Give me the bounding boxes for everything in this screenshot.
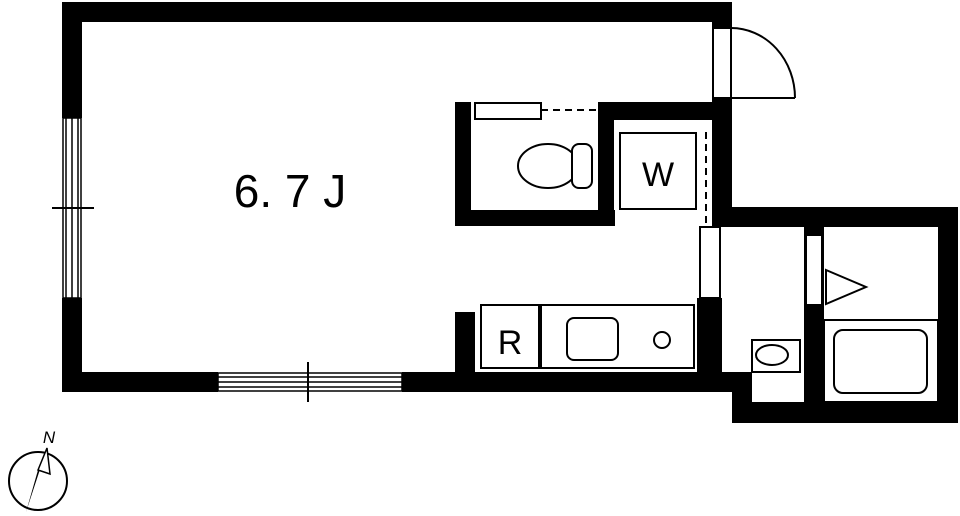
washer-space: W	[619, 132, 707, 226]
wall-left-upper	[62, 2, 82, 118]
hallway-partition	[697, 226, 722, 378]
wall-right-top	[712, 2, 732, 28]
toilet-room	[455, 102, 712, 226]
window-left	[52, 117, 94, 299]
bath-door	[805, 234, 823, 306]
room-area-label: 6. 7 J	[234, 165, 347, 217]
kitchen: R	[455, 304, 695, 378]
toilet-sliding-door	[474, 102, 542, 120]
wall-top	[62, 2, 732, 22]
wall-annex-bottom	[732, 402, 958, 423]
wall-toilet-divider	[598, 102, 614, 226]
washer-box	[619, 132, 697, 210]
wall-toilet-top-right	[611, 102, 712, 120]
wall-kitchen-stub	[455, 312, 475, 378]
wall-bottom-left	[62, 372, 218, 392]
wall-toilet-left	[455, 102, 471, 226]
window-bottom	[217, 362, 403, 402]
wall-annex-top	[712, 207, 958, 227]
outer-walls	[62, 2, 958, 423]
bathroom	[751, 227, 939, 422]
wall-annex-right	[938, 207, 958, 423]
wall-bottom-right	[402, 372, 732, 392]
bath-door-swing-icon	[825, 268, 869, 306]
refrigerator-label: R	[498, 324, 523, 362]
wall-partition-lower	[697, 298, 722, 378]
partition-door	[699, 226, 721, 299]
bathtub-icon	[833, 329, 928, 394]
compass-north-label: N	[43, 428, 56, 447]
stove-burner-icon	[653, 331, 671, 349]
washbasin-icon	[755, 344, 789, 366]
kitchen-sink-icon	[566, 317, 619, 361]
wall-annex-left	[732, 372, 752, 423]
entrance-door	[712, 27, 796, 99]
wall-toilet-bottom	[455, 210, 615, 226]
toilet-icon	[517, 143, 593, 189]
wall-left-lower	[62, 298, 82, 392]
wall-right-mid	[712, 98, 732, 226]
washer-label: W	[642, 156, 674, 194]
compass-icon: N	[8, 428, 68, 512]
refrigerator-box	[480, 304, 540, 369]
